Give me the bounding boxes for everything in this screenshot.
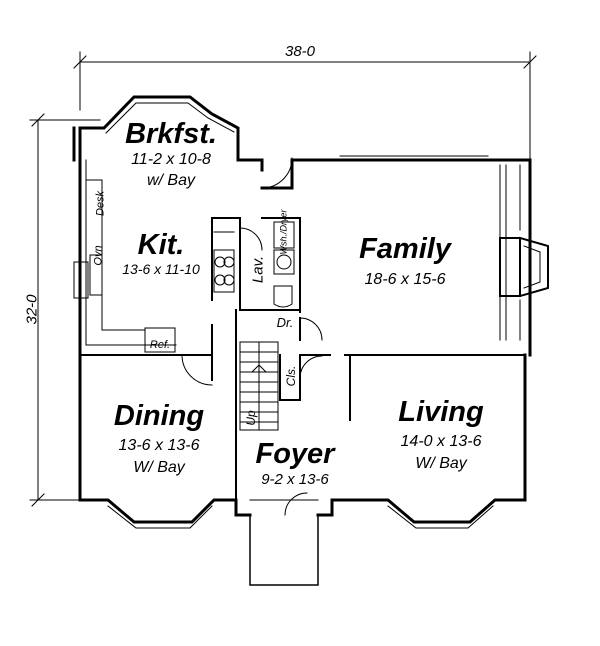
living-room-note: W/ Bay (415, 455, 467, 472)
laundry-fixtures (273, 221, 295, 308)
dining-room-size: 13-6 x 13-6 (118, 437, 200, 454)
breakfast-room-name: Brkfst. (125, 118, 217, 150)
kitchen-room-size: 13-6 x 11-10 (122, 261, 200, 277)
living-room-name: Living (398, 396, 484, 428)
lav-label: Lav. (249, 255, 267, 284)
staircase (239, 341, 279, 431)
depth-dimension-line (29, 113, 101, 507)
kitchen-counters (73, 159, 235, 353)
cls-label: Cls. (284, 365, 298, 387)
washer-dryer-label: Wsh./Dryer (278, 209, 289, 255)
family-room-name: Family (359, 233, 451, 265)
up-label: Up (244, 410, 258, 426)
breakfast-room-size: 11-2 x 10-8 (131, 151, 211, 168)
dining-room-note: W/ Bay (133, 459, 185, 476)
living-room-size: 14-0 x 13-6 (400, 433, 482, 450)
family-room-size: 18-6 x 15-6 (364, 271, 446, 288)
dining-room-name: Dining (113, 400, 205, 432)
ref-label: Ref. (149, 339, 171, 351)
interior-walls (79, 217, 526, 501)
front-porch (249, 499, 319, 586)
kitchen-room-name: Kit. (137, 229, 185, 261)
foyer-room-size: 9-2 x 13-6 (261, 471, 329, 488)
foyer-room-name: Foyer (255, 438, 335, 470)
oven-label: Ovn (92, 245, 105, 266)
width-dimension-line (73, 51, 537, 166)
fireplace (499, 236, 549, 298)
depth-dimension-label: 32-0 (23, 294, 41, 325)
width-dimension-label: 38-0 (284, 43, 316, 60)
desk-label: Desk (94, 190, 107, 217)
breakfast-room-note: w/ Bay (146, 172, 195, 189)
dr-label: Dr. (276, 315, 294, 330)
